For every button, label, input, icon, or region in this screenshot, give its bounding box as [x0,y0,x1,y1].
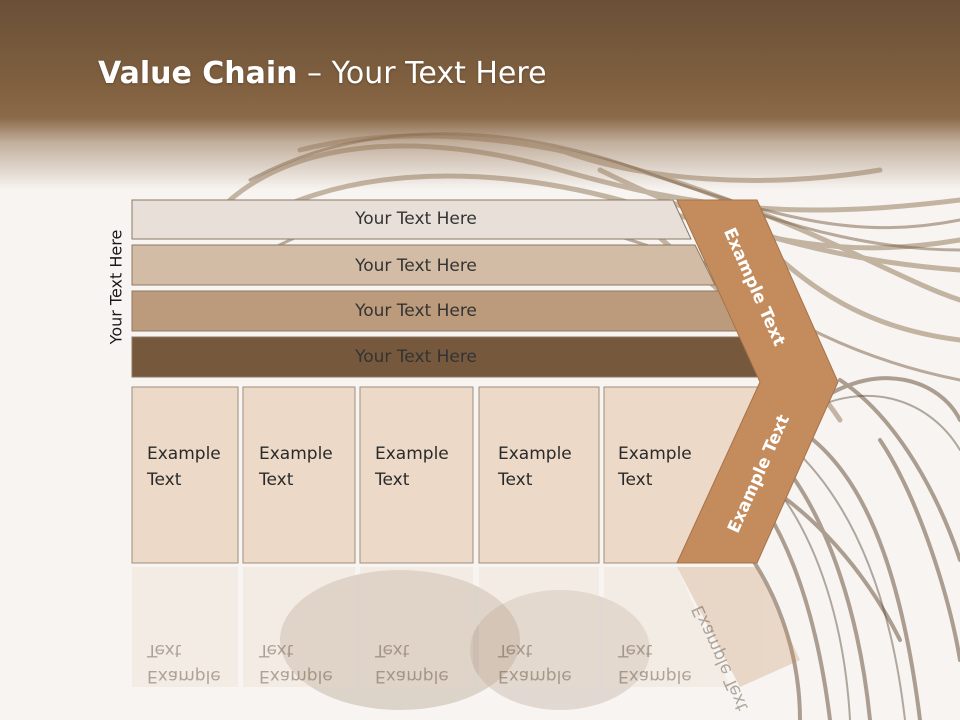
box [478,386,600,564]
box-text-line1: Example [259,444,333,464]
reflection [132,567,800,687]
reflection-box [604,567,730,687]
bar-shape [131,244,716,286]
reflection-text-line: Example [259,666,333,686]
box-text-line1: Example [618,444,692,464]
reflection-text-line: Text [617,640,653,660]
box-text-line2: Text [146,470,182,490]
box-text-line2: Text [617,470,653,490]
reflection-box [479,567,599,687]
reflection-text-line: Text [146,640,182,660]
bars-group: Your Text Here Your Text Here Your Text … [131,199,764,378]
title-bold: Value Chain [98,56,298,91]
box-text-line2: Text [497,470,533,490]
page-title: Value Chain – Your Text Here [98,56,547,91]
box [359,386,474,564]
reflection-box [132,567,238,687]
reflection-text-line: Example [375,666,449,686]
chevron-shape [676,199,839,564]
header-band [0,0,960,190]
reflection-chevron [677,567,800,687]
reflection-text-line: Text [374,640,410,660]
reflection-text-line: Text [258,640,294,660]
box-text-line2: Text [374,470,410,490]
bar-label: Your Text Here [354,347,477,367]
box-text-line2: Text [258,470,294,490]
reflection-text-line: Example [147,666,221,686]
box [131,386,239,564]
bar-label: Your Text Here [354,301,477,321]
box-text-line1: Example [147,444,221,464]
reflection-text-line: Example [618,666,692,686]
box-text-line1: Example [498,444,572,464]
bar-label: Your Text Here [354,209,477,229]
boxes-group: Example Text Example Text Example Text E… [131,386,761,564]
box [242,386,356,564]
bar-label: Your Text Here [354,256,477,276]
reflection-text-line: Text [497,640,533,660]
reflection-box [360,567,473,687]
box-text-line1: Example [375,444,449,464]
title-rest: – Your Text Here [297,56,547,91]
bar-shape [131,199,692,240]
reflection-text-line: Example [498,666,572,686]
reflection-box [243,567,355,687]
